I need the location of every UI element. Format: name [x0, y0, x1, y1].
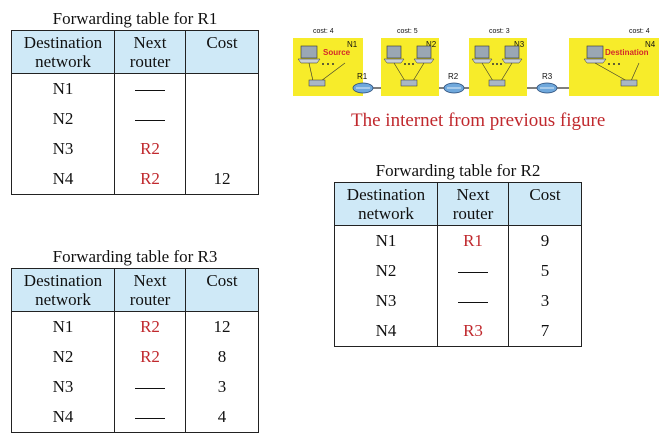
destination-cell: N4 — [11, 402, 115, 433]
destination-cell: N1 — [334, 225, 438, 256]
network-cost-label: cost: 3 — [489, 28, 510, 35]
destination-cell: N4 — [11, 164, 115, 195]
direct-delivery-dash — [135, 417, 165, 419]
destination-cell: N2 — [11, 342, 115, 372]
network-cost-label: cost: 5 — [397, 28, 418, 35]
network-name-label: N2 — [426, 40, 437, 49]
network-n3-hosts — [471, 45, 523, 87]
cost-cell: 7 — [508, 316, 582, 347]
network-n2-hosts — [383, 45, 435, 87]
cost-cell: 4 — [185, 402, 259, 433]
router-r1-icon — [352, 82, 374, 94]
next-router-cell: R3 — [437, 316, 509, 347]
router-r3-icon — [536, 82, 558, 94]
cost-cell: 9 — [508, 225, 582, 256]
next-router-cell: R1 — [437, 225, 509, 256]
destination-cell: N3 — [334, 286, 438, 316]
direct-delivery-dash — [135, 89, 165, 91]
cost-cell — [185, 134, 259, 164]
header-cost: Cost — [185, 268, 259, 312]
table-row: N3 3 — [334, 286, 582, 316]
next-router-cell — [114, 372, 186, 402]
table-row: N1 — [11, 73, 259, 104]
network-name-label: N3 — [514, 40, 525, 49]
cost-cell: 3 — [185, 372, 259, 402]
next-router-cell — [437, 286, 509, 316]
destination-cell: N2 — [334, 256, 438, 286]
direct-delivery-dash — [135, 119, 165, 121]
table-caption: Forwarding table for R3 — [52, 247, 218, 266]
cost-cell — [185, 73, 259, 104]
network-n1-hosts — [297, 45, 346, 87]
next-router-cell: R2 — [114, 342, 186, 372]
direct-delivery-dash — [135, 387, 165, 389]
cost-cell: 3 — [508, 286, 582, 316]
direct-delivery-dash — [458, 271, 488, 273]
router-r2-icon — [443, 82, 465, 94]
table-caption: Forwarding table for R1 — [52, 9, 218, 28]
next-router-cell — [437, 256, 509, 286]
network-n4 — [569, 38, 659, 96]
table-caption: Forwarding table for R2 — [375, 161, 541, 180]
cost-cell: 8 — [185, 342, 259, 372]
destination-label: Destination — [605, 48, 649, 57]
next-router-cell — [114, 402, 186, 433]
destination-cell: N2 — [11, 104, 115, 134]
network-n4-hosts — [583, 45, 640, 87]
network-cost-label: cost: 4 — [313, 28, 334, 35]
network-name-label: N4 — [645, 40, 656, 49]
destination-cell: N3 — [11, 372, 115, 402]
next-router-cell: R2 — [114, 164, 186, 195]
internet-diagram: cost: 4 N1 Source cost: 5 N2 cost: 3 N3 — [293, 28, 659, 98]
next-router-cell: R2 — [114, 134, 186, 164]
cost-cell: 12 — [185, 311, 259, 342]
table-row: N4 4 — [11, 402, 259, 433]
direct-delivery-dash — [458, 301, 488, 303]
network-name-label: N1 — [347, 40, 358, 49]
next-router-cell — [114, 104, 186, 134]
table-row: N3 3 — [11, 372, 259, 402]
destination-cell: N1 — [11, 311, 115, 342]
destination-cell: N4 — [334, 316, 438, 347]
next-router-cell: R2 — [114, 311, 186, 342]
network-cost-label: cost: 4 — [629, 28, 650, 35]
table-row: N2 — [11, 104, 259, 134]
table-row: N2 5 — [334, 256, 582, 286]
next-router-cell — [114, 73, 186, 104]
router-label: R3 — [542, 72, 553, 81]
destination-cell: N3 — [11, 134, 115, 164]
destination-cell: N1 — [11, 73, 115, 104]
cost-cell: 12 — [185, 164, 259, 195]
diagram-caption: The internet from previous figure — [351, 110, 606, 131]
cost-cell: 5 — [508, 256, 582, 286]
header-cost: Cost — [508, 182, 582, 226]
cost-cell — [185, 104, 259, 134]
header-cost: Cost — [185, 30, 259, 74]
router-label: R2 — [448, 72, 459, 81]
router-label: R1 — [357, 72, 368, 81]
source-label: Source — [323, 48, 351, 57]
